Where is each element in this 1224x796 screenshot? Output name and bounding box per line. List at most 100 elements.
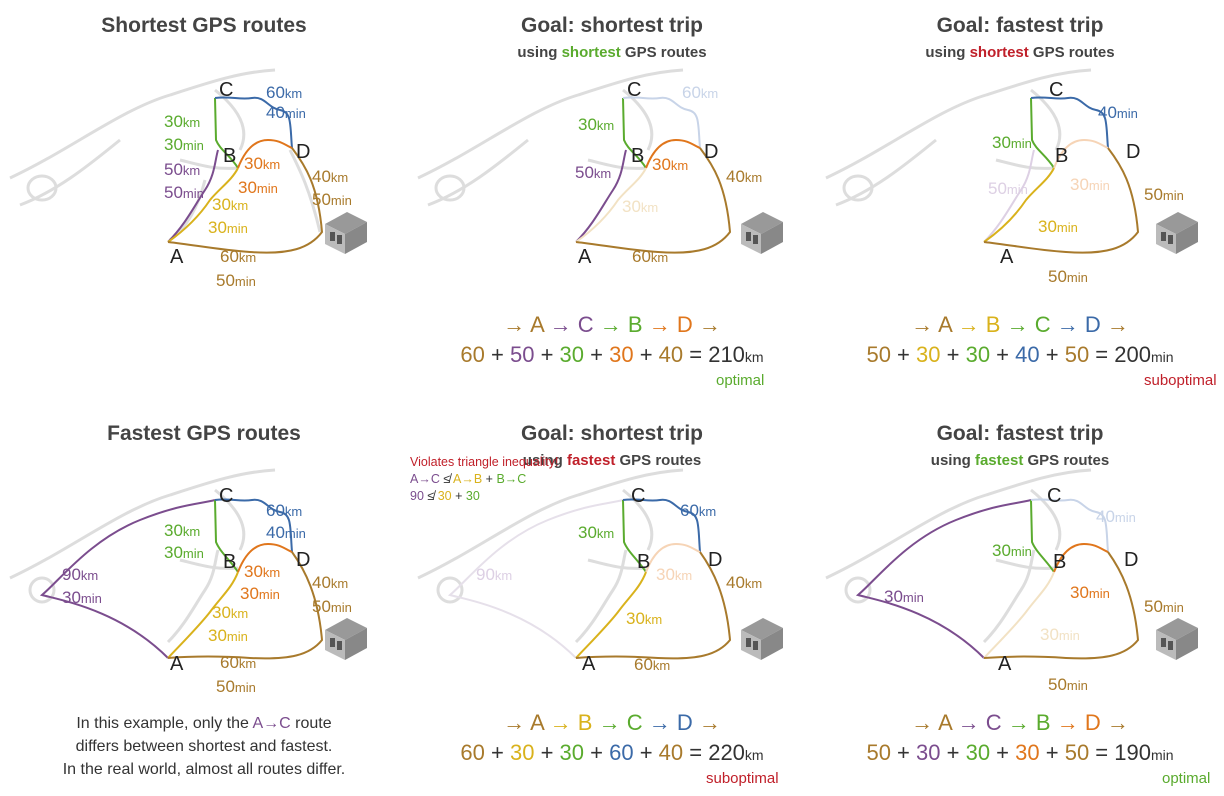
svg-text:30min: 30min [1070, 583, 1110, 602]
svg-text:50min: 50min [1048, 267, 1088, 286]
label-bd: 30 [656, 565, 675, 584]
node-a: A [170, 246, 184, 268]
svg-text:50min: 50min [312, 597, 352, 616]
route-map: C B D A 60km 40min 30km 30min 50km 50min… [9, 68, 367, 290]
node-c: C [1047, 485, 1061, 507]
label-bd-distance: 30 [244, 154, 263, 173]
svg-text:60km: 60km [220, 653, 256, 672]
label-ab-time: 30 [208, 218, 227, 237]
panel-shortest-trip-fastest-routes: Goal: shortest trip using fastest GPS ro… [408, 398, 816, 796]
label-ab: 30 [1040, 625, 1059, 644]
svg-text:50min: 50min [1144, 597, 1184, 616]
label-da-bottom: 50 [1048, 675, 1067, 694]
warehouse-icon [1156, 212, 1198, 254]
svg-text:40km: 40km [312, 573, 348, 592]
label-cb: 30 [578, 523, 597, 542]
label-ab: 30 [622, 197, 641, 216]
svg-text:30km: 30km [212, 603, 248, 622]
svg-text:30km: 30km [164, 521, 200, 540]
svg-text:50min: 50min [312, 190, 352, 209]
panel-title: Shortest GPS routes [101, 14, 307, 37]
panel-title: Goal: fastest trip [936, 422, 1104, 445]
label-da-right-time: 50 [312, 597, 331, 616]
svg-text:30min: 30min [62, 588, 102, 607]
panel-title: Fastest GPS routes [107, 422, 301, 445]
label-da-right-distance: 40 [312, 167, 331, 186]
svg-text:30km: 30km [652, 155, 688, 174]
svg-text:30min: 30min [164, 135, 204, 154]
route-lines [167, 96, 324, 254]
svg-text:60km: 60km [682, 83, 718, 102]
label-cd-distance: 60 [266, 501, 285, 520]
verdict-label: optimal [716, 372, 765, 389]
svg-text:30km: 30km [244, 154, 280, 173]
label-da-bottom: 60 [632, 247, 651, 266]
node-d: D [296, 141, 310, 163]
route-map: C B D A 60km 30km 90km 30km 30km 40km 60… [417, 468, 783, 675]
label-cd: 60 [682, 83, 701, 102]
label-cb-distance: 30 [164, 112, 183, 131]
svg-text:30km: 30km [244, 562, 280, 581]
route-map: C B D A 60km 40min 30km 30min 90km 30min… [9, 468, 367, 696]
route-sequence: → A → C → B → D → [911, 710, 1129, 735]
label-ac-distance: 50 [164, 160, 183, 179]
node-d: D [1124, 549, 1138, 571]
svg-text:30km: 30km [626, 609, 662, 628]
total-equation: 50 + 30 + 30 + 30 + 50 = 190min [866, 740, 1174, 765]
label-bd: 30 [1070, 175, 1089, 194]
label-da-right: 40 [726, 167, 745, 186]
node-d: D [296, 549, 310, 571]
label-ac-time: 30 [62, 588, 81, 607]
svg-text:30km: 30km [212, 195, 248, 214]
svg-text:60km: 60km [266, 501, 302, 520]
label-da-right: 50 [1144, 185, 1163, 204]
label-da-bottom-time: 50 [216, 677, 235, 696]
node-a: A [170, 653, 184, 675]
route-sequence: → A → B → C → D → [503, 710, 721, 735]
label-ac: 50 [575, 163, 594, 182]
label-ab-distance: 30 [212, 195, 231, 214]
node-c: C [219, 485, 233, 507]
route-map: C B D A 40min 30min 50min 30min 30min 50… [825, 68, 1198, 286]
explanatory-note: In this example, only the A→C route diff… [62, 715, 346, 778]
label-da-bottom-time: 50 [216, 271, 235, 290]
label-da-bottom-distance: 60 [220, 653, 239, 672]
svg-text:40km: 40km [312, 167, 348, 186]
route-da [167, 147, 324, 254]
label-ac-distance: 90 [62, 565, 81, 584]
label-da-right-distance: 40 [312, 573, 331, 592]
svg-text:30min: 30min [208, 626, 248, 645]
warehouse-icon [1156, 618, 1198, 660]
label-da-bottom: 60 [634, 655, 653, 674]
svg-text:40min: 40min [1096, 507, 1136, 526]
label-bd-time: 30 [238, 178, 257, 197]
route-cb [214, 97, 239, 169]
label-cd: 40 [1096, 507, 1115, 526]
label-bd: 30 [1070, 583, 1089, 602]
label-ac-time: 50 [164, 183, 183, 202]
label-ac: 50 [988, 179, 1007, 198]
svg-text:60km: 60km [266, 83, 302, 102]
label-cd: 60 [680, 501, 699, 520]
node-d: D [708, 549, 722, 571]
svg-text:30min: 30min [992, 541, 1032, 560]
label-cb-time: 30 [164, 135, 183, 154]
label-da-bottom-distance: 60 [220, 247, 239, 266]
node-b: B [1053, 551, 1066, 573]
warehouse-icon [325, 618, 367, 660]
node-a: A [998, 653, 1012, 675]
panel-fastest-trip-fastest-routes: Goal: fastest trip using fastest GPS rou… [816, 398, 1224, 796]
label-da-right: 50 [1144, 597, 1163, 616]
svg-text:30min: 30min [1070, 175, 1110, 194]
panel-subtitle: using shortest GPS routes [925, 44, 1115, 61]
label-cb-time: 30 [164, 543, 183, 562]
svg-text:30km: 30km [622, 197, 658, 216]
svg-text:50min: 50min [164, 183, 204, 202]
svg-text:30min: 30min [992, 133, 1032, 152]
label-ac: 30 [884, 587, 903, 606]
label-ab: 30 [626, 609, 645, 628]
svg-text:60km: 60km [220, 247, 256, 266]
label-cd-distance: 60 [266, 83, 285, 102]
svg-text:50min: 50min [1048, 675, 1088, 694]
node-d: D [704, 141, 718, 163]
